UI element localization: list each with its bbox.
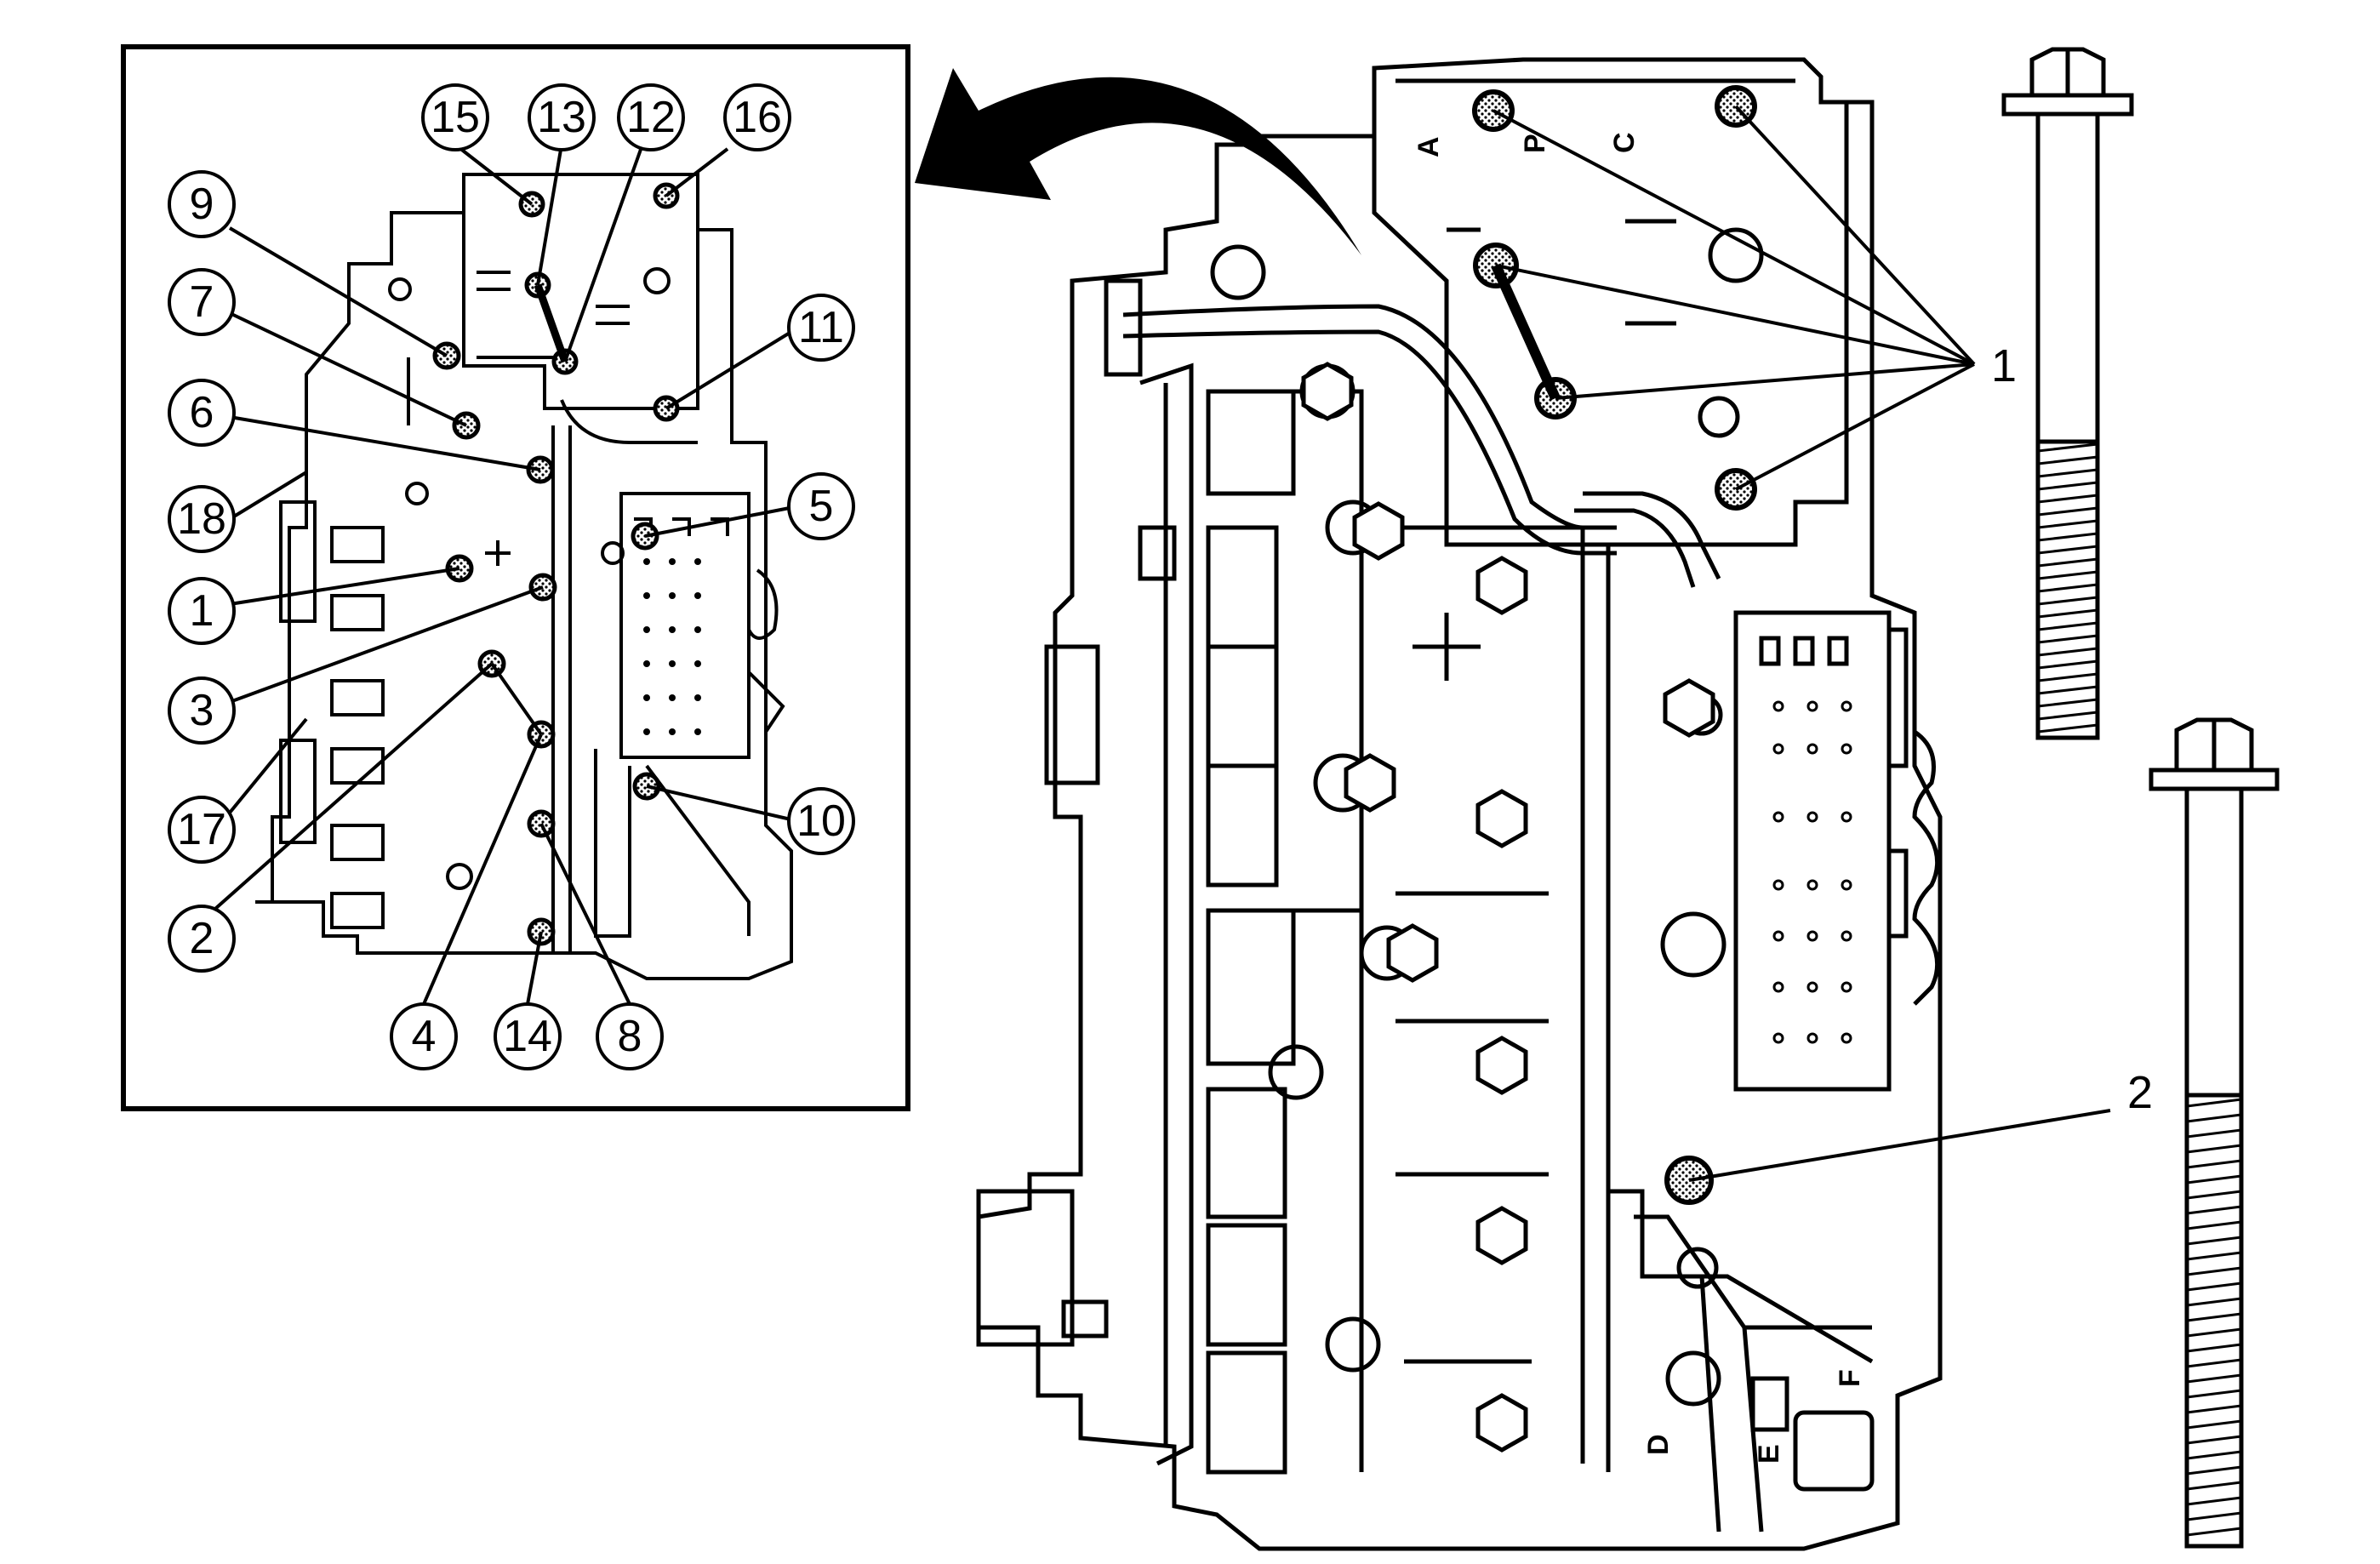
short-bolt-threads bbox=[2037, 442, 2098, 733]
main-highlighted-bolts bbox=[1472, 85, 1757, 1205]
callout-label-18: 18 bbox=[177, 494, 226, 544]
callout-label-4: 4 bbox=[412, 1012, 437, 1061]
curved-arrow bbox=[915, 68, 1361, 255]
stamp-letter-e: E bbox=[1753, 1444, 1785, 1464]
callout-18 bbox=[168, 485, 236, 553]
callout-12 bbox=[617, 83, 685, 151]
stamp-letter-a: A bbox=[1413, 136, 1445, 157]
stamp-letter-c: C bbox=[1608, 132, 1641, 153]
callout-label-5: 5 bbox=[809, 482, 834, 531]
inset-leader-lines bbox=[207, 143, 800, 1005]
callout-15 bbox=[421, 83, 489, 151]
callout-4 bbox=[390, 1002, 458, 1070]
short-bolt-illustration bbox=[2001, 47, 2134, 740]
main-callout-1-label: 1 bbox=[1991, 340, 2017, 391]
inset-callout-circles bbox=[168, 83, 855, 1070]
callout-16 bbox=[723, 83, 791, 151]
long-bolt-illustration bbox=[2149, 717, 2280, 1549]
callout-9 bbox=[168, 170, 236, 238]
callout-label-13: 13 bbox=[537, 93, 586, 142]
callout-7 bbox=[168, 268, 236, 336]
callout-label-14: 14 bbox=[503, 1012, 552, 1061]
main-leader-lines bbox=[1492, 105, 2111, 1182]
main-valve-body-drawing bbox=[976, 57, 1943, 1551]
callout-17 bbox=[168, 796, 236, 864]
callout-label-12: 12 bbox=[626, 93, 676, 142]
callout-3 bbox=[168, 676, 236, 745]
callout-label-17: 17 bbox=[177, 805, 226, 854]
callout-label-7: 7 bbox=[190, 277, 214, 327]
callout-8 bbox=[596, 1002, 664, 1070]
callout-label-15: 15 bbox=[431, 93, 480, 142]
inset-valve-body-drawing bbox=[255, 173, 793, 980]
callout-label-9: 9 bbox=[190, 180, 214, 229]
main-module-dots bbox=[1772, 700, 1852, 1044]
callout-10 bbox=[787, 787, 855, 855]
callout-13 bbox=[528, 83, 596, 151]
callout-label-1: 1 bbox=[190, 586, 214, 636]
callout-label-10: 10 bbox=[796, 796, 846, 846]
main-hex-bolt-heads bbox=[1301, 362, 1715, 1453]
inset-callout-labels: 15 13 12 16 9 7 11 6 18 5 1 3 17 10 2 4 … bbox=[177, 93, 846, 1061]
stamp-letter-f: F bbox=[1834, 1369, 1866, 1387]
stamp-letter-d: D bbox=[1642, 1434, 1675, 1455]
callout-label-2: 2 bbox=[190, 914, 214, 963]
callout-label-6: 6 bbox=[190, 388, 214, 437]
long-bolt-threads bbox=[2186, 1098, 2242, 1537]
callout-6 bbox=[168, 379, 236, 447]
callout-label-11: 11 bbox=[798, 303, 844, 352]
inset-valve-body-dots bbox=[643, 558, 701, 735]
callout-5 bbox=[787, 472, 855, 540]
main-callout-2-label: 2 bbox=[2127, 1067, 2153, 1118]
callout-11 bbox=[787, 294, 855, 362]
callout-14 bbox=[494, 1002, 562, 1070]
callout-label-8: 8 bbox=[618, 1012, 642, 1061]
callout-1 bbox=[168, 577, 236, 645]
callout-label-3: 3 bbox=[190, 686, 214, 735]
stamped-letters: A P C D E F bbox=[1413, 132, 1866, 1464]
callout-2 bbox=[168, 905, 236, 973]
inset-panel: 15 13 12 16 9 7 11 6 18 5 1 3 17 10 2 4 … bbox=[121, 44, 910, 1111]
callout-label-16: 16 bbox=[733, 93, 782, 142]
